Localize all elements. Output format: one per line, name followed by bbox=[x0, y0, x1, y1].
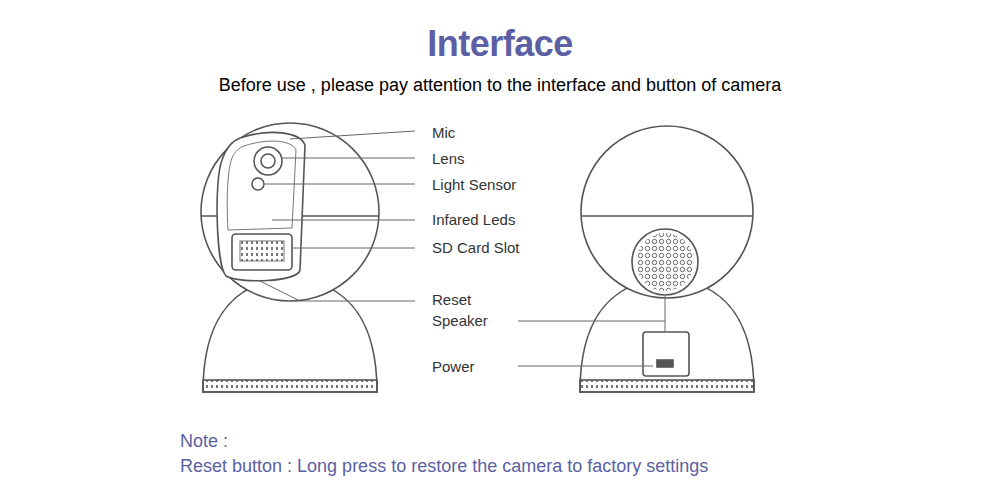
right-camera bbox=[580, 126, 754, 392]
part-label: Speaker bbox=[432, 312, 488, 330]
part-label: Reset bbox=[432, 291, 471, 309]
part-label: Light Sensor bbox=[432, 176, 516, 194]
part-label: Mic bbox=[432, 124, 455, 142]
part-label: Power bbox=[432, 358, 475, 376]
left-leader-lines bbox=[258, 131, 415, 301]
note-text: Note : bbox=[180, 431, 228, 453]
note-text: Reset button : Long press to restore the… bbox=[180, 456, 708, 478]
part-label: Lens bbox=[432, 150, 465, 168]
part-label: Infared Leds bbox=[432, 211, 515, 229]
subtitle: Before use , please pay attention to the… bbox=[219, 75, 781, 97]
right-leader-lines bbox=[518, 296, 665, 366]
page-title: Interface bbox=[427, 22, 573, 65]
left-camera bbox=[201, 123, 379, 392]
part-label: SD Card Slot bbox=[432, 239, 520, 257]
